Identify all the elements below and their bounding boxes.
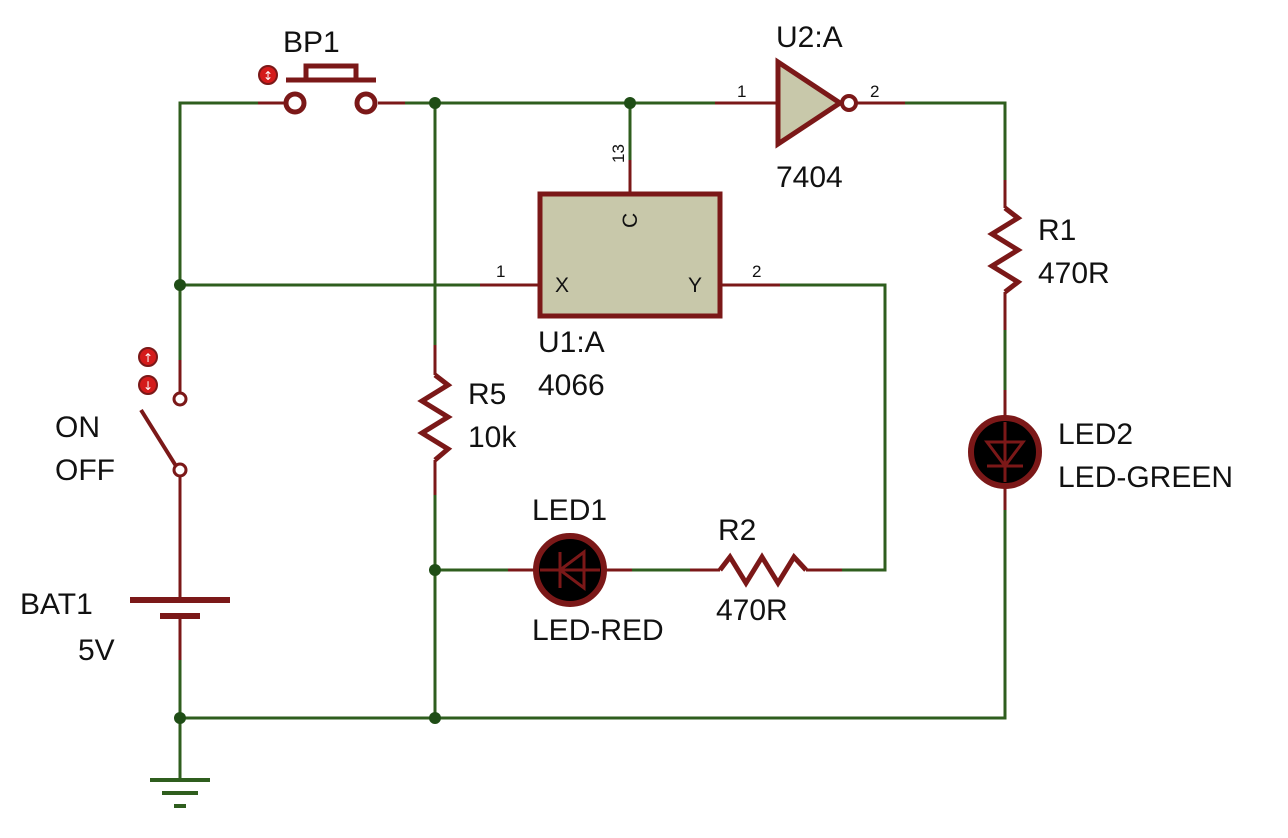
junction-dot (174, 712, 186, 724)
u1-part: 4066 (538, 369, 605, 402)
svg-text:↕: ↕ (263, 69, 273, 83)
ground-icon (150, 778, 210, 808)
u2-pin-in: 1 (737, 82, 746, 101)
bp1-ref: BP1 (283, 26, 340, 59)
wires (178, 101, 1007, 780)
r1-value: 470R (1038, 257, 1110, 290)
led-icon (508, 533, 632, 607)
switch-off-label: OFF (55, 454, 115, 487)
u1-pin-y: 2 (752, 262, 761, 281)
svg-text:↓: ↓ (143, 379, 153, 393)
junction-dot (429, 564, 441, 576)
led2-ref: LED2 (1058, 418, 1133, 451)
analog-switch-u1: 13 1 2 C X Y U1:A 4066 (480, 144, 780, 402)
push-button-icon: ↕ (258, 63, 405, 115)
push-button-bp1: ↕ BP1 (258, 26, 405, 115)
junction-dot (624, 97, 636, 109)
r2-value: 470R (716, 594, 788, 627)
resistor-r1: R1 470R (987, 180, 1110, 330)
u1-body (537, 191, 723, 319)
inverter-icon (715, 57, 905, 149)
u1-label-y: Y (688, 274, 702, 297)
junction-dot (429, 712, 441, 724)
led-led2: LED2 LED-GREEN (968, 390, 1233, 510)
u2-pin-out: 2 (870, 82, 879, 101)
resistor-icon (690, 552, 842, 588)
r5-ref: R5 (468, 378, 506, 411)
bat1-value: 5V (78, 634, 115, 667)
battery-icon (130, 510, 230, 660)
u1-pin-x: 1 (496, 262, 505, 281)
led1-part: LED-RED (532, 614, 664, 647)
u2-ref: U2:A (776, 21, 843, 54)
resistor-r5: R5 10k (417, 345, 517, 495)
junction-dot (429, 97, 441, 109)
r2-ref: R2 (718, 514, 756, 547)
led2-part: LED-GREEN (1058, 461, 1233, 494)
inverter-u2: 1 2 U2:A 7404 (715, 21, 905, 194)
battery-bat1: BAT1 5V (20, 510, 230, 667)
resistor-icon (987, 180, 1023, 330)
r1-ref: R1 (1038, 214, 1076, 247)
resistor-r2: R2 470R (690, 514, 842, 627)
led-icon (968, 390, 1042, 510)
resistor-icon (417, 345, 453, 495)
bat1-ref: BAT1 (20, 588, 93, 621)
switch-on-label: ON (55, 411, 100, 444)
junction-dot (174, 279, 186, 291)
u2-part: 7404 (776, 161, 843, 194)
junctions (174, 97, 636, 724)
u1-ref: U1:A (538, 326, 605, 359)
led-led1: LED1 LED-RED (508, 494, 664, 647)
r5-value: 10k (468, 421, 517, 454)
u1-pin-c: 13 (609, 144, 628, 163)
u1-label-x: X (555, 274, 569, 297)
led1-ref: LED1 (532, 494, 607, 527)
u1-label-c: C (619, 213, 642, 228)
on-off-switch: ↑ ↓ ON OFF (55, 347, 188, 510)
switch-icon: ↑ ↓ (138, 347, 188, 510)
svg-text:↑: ↑ (143, 351, 153, 365)
